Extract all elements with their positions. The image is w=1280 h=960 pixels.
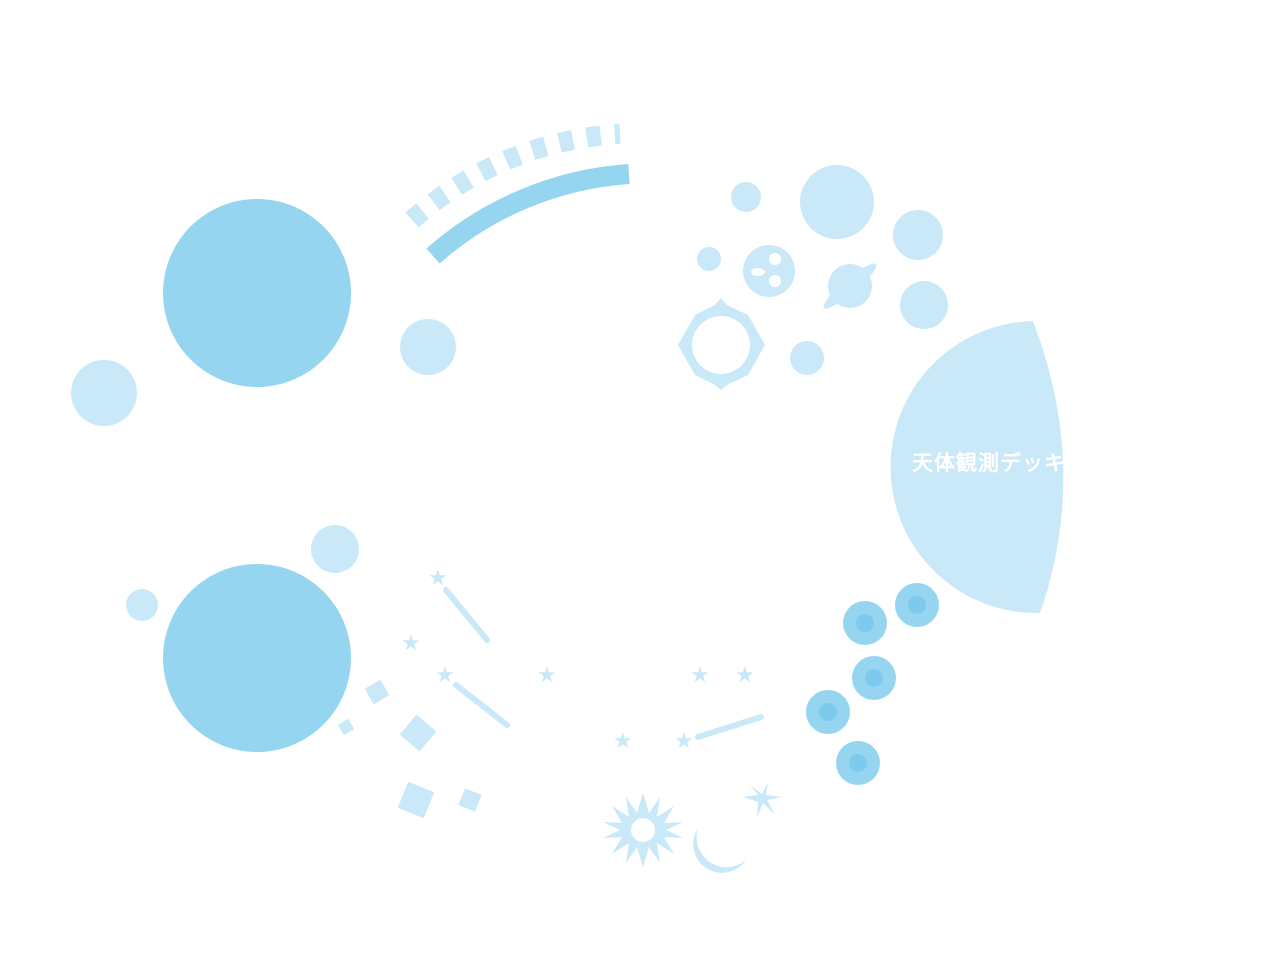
dots-icon: [806, 583, 939, 785]
sparkle-icon: [743, 782, 782, 818]
big-circle-top[interactable]: [163, 199, 351, 387]
sun-icon: [603, 793, 683, 867]
dot: [126, 589, 158, 621]
svg-text:★: ★: [401, 631, 421, 656]
planets-icon: [678, 165, 948, 390]
arc-icon: [426, 164, 630, 264]
svg-text:★: ★: [435, 663, 455, 688]
dot: [400, 319, 456, 375]
observation-deck-area[interactable]: [890, 321, 1064, 614]
svg-text:★: ★: [735, 663, 755, 688]
svg-text:★: ★: [613, 729, 633, 754]
shooting-stars-icon: ★ ★ ★ ★ ★ ★ ★ ★: [401, 566, 764, 754]
svg-text:★: ★: [690, 663, 710, 688]
big-circle-bottom[interactable]: [163, 564, 351, 752]
svg-text:★: ★: [428, 566, 448, 591]
moon-icon: [693, 828, 746, 873]
diamonds-icon: [337, 679, 482, 819]
svg-text:★: ★: [537, 663, 557, 688]
dot: [311, 525, 359, 573]
dashed-arc-icon: [405, 124, 621, 228]
svg-text:★: ★: [674, 729, 694, 754]
dot: [71, 360, 137, 426]
observation-deck-label[interactable]: 天体観測デッキ: [912, 451, 1066, 475]
